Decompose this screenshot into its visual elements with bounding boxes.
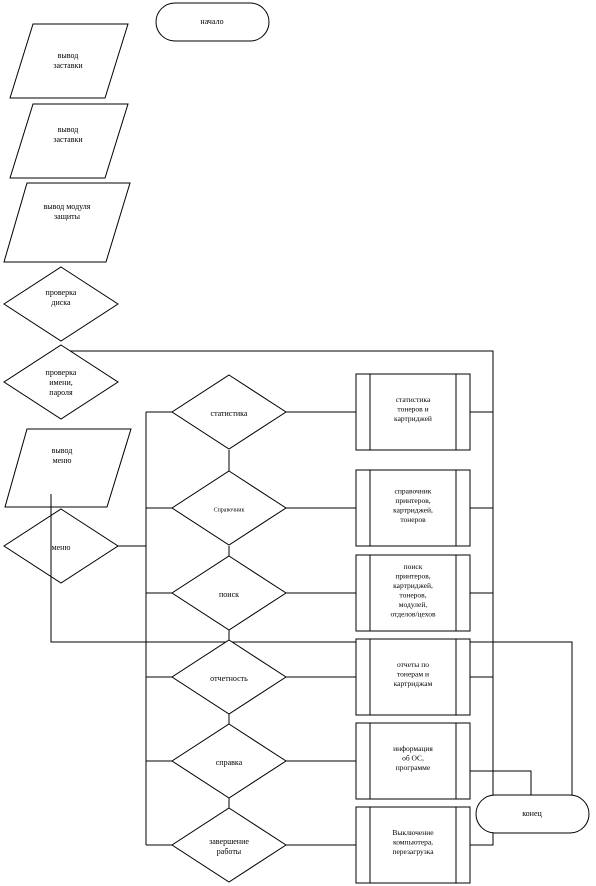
text-line: статистика [211, 409, 248, 418]
text-line: проверка [46, 368, 77, 377]
text-line: заставки [53, 135, 83, 144]
option-decision [171, 470, 287, 546]
option-process-box [355, 638, 471, 716]
option-decision [171, 723, 287, 799]
text-line: модулей, [399, 600, 428, 609]
option-process-box [355, 554, 471, 632]
option-decision [171, 639, 287, 715]
option-decision [171, 555, 287, 631]
text-line: об ОС, [402, 754, 424, 763]
text-line: меню [52, 543, 71, 552]
text-line: имени, [49, 378, 72, 387]
option-label: отчетность [210, 674, 248, 683]
text-line: тонеров и [397, 405, 428, 414]
decision-menu-text: меню [52, 543, 71, 552]
text-line: справочник [395, 486, 432, 495]
text-line: проверка [46, 288, 77, 297]
text-line: отчетность [210, 674, 248, 683]
text-line: компьютера, [393, 838, 433, 847]
option-label: поиск [219, 590, 239, 599]
text-line: тонеров, [399, 590, 426, 599]
text-line: отделов/цехов [390, 609, 436, 618]
text-line: перезагрузка [392, 847, 434, 856]
text-line: пароля [49, 388, 73, 397]
connectors [50, 345, 573, 846]
text-line: работы [217, 847, 242, 856]
option-label: статистика [211, 409, 248, 418]
option-decision [171, 374, 287, 450]
text-line: вывод [58, 125, 79, 134]
text-line: вывод [58, 51, 79, 60]
option-process-box [355, 722, 471, 800]
text-line: статистика [396, 395, 431, 404]
text-line: картриджей, [393, 505, 433, 514]
text-line: диска [51, 298, 71, 307]
text-line: вывод [52, 446, 73, 455]
option-process-box [355, 469, 471, 547]
option-label: Справочник [214, 507, 245, 513]
terminal-end-text: конец [522, 809, 542, 818]
option-process-box [355, 806, 471, 884]
text-line: меню [53, 456, 72, 465]
text-line: Выключение [392, 828, 434, 837]
option-decision [171, 807, 287, 883]
terminal-start: начало [155, 2, 270, 42]
text-line: поиск [404, 562, 423, 571]
text-line: картриджам [394, 679, 433, 688]
text-line: поиск [219, 590, 239, 599]
decision-menu: меню [3, 508, 119, 584]
text-line: защиты [54, 212, 81, 221]
text-line: программе [396, 763, 431, 772]
text-line: информация [393, 744, 433, 753]
text-line: картриджей [394, 414, 432, 423]
text-line: тонерам и [397, 670, 429, 679]
text-line: заставки [53, 61, 83, 70]
terminal-start-text: начало [200, 17, 223, 26]
text-line: справка [216, 758, 243, 767]
text-line: принтеров, [395, 496, 430, 505]
terminal-end: конец [475, 794, 590, 834]
text-line: завершение [209, 837, 249, 846]
text-line: картриджей, [393, 581, 433, 590]
text-line: тонеров [400, 515, 426, 524]
text-line: вывод модуля [44, 202, 91, 211]
text-line: принтеров, [395, 571, 430, 580]
option-label: справка [216, 758, 243, 767]
text-line: отчеты по [397, 660, 429, 669]
option-process-box [355, 373, 471, 451]
text-line: Справочник [214, 507, 245, 513]
